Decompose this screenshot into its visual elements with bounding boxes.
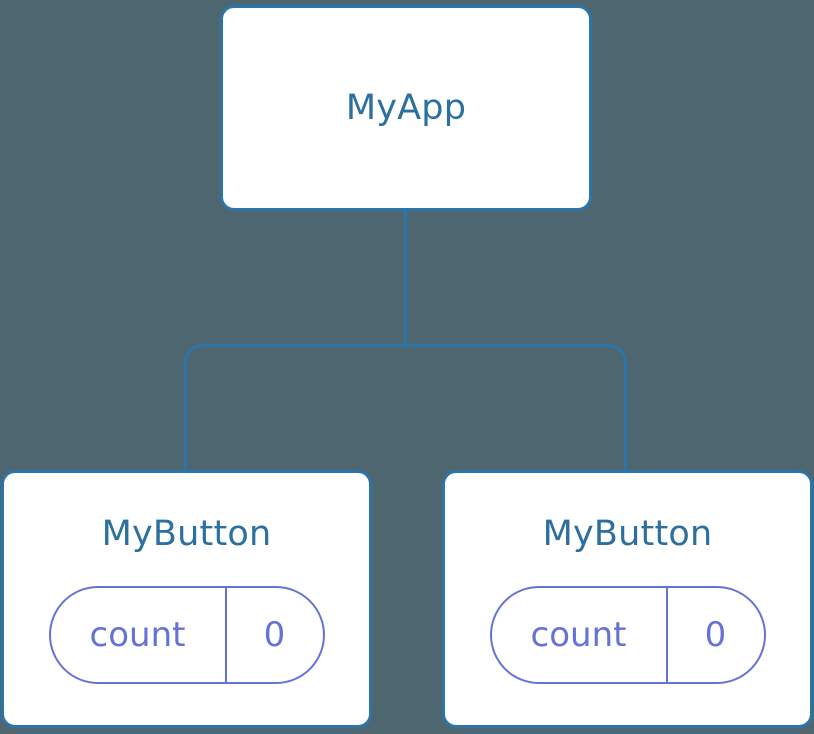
node-myapp[interactable]: MyApp — [220, 5, 592, 211]
edge-root-to-child-right — [405, 344, 627, 470]
node-mybutton-1-label: MyButton — [101, 514, 272, 554]
node-mybutton-2[interactable]: MyButton count 0 — [442, 470, 813, 728]
state-pill-count-2[interactable]: count 0 — [489, 586, 766, 684]
state-pill-key-1: count — [51, 588, 227, 682]
edge-root-to-child-left — [184, 344, 406, 470]
node-mybutton-1[interactable]: MyButton count 0 — [1, 470, 372, 728]
state-pill-key-2: count — [492, 588, 668, 682]
state-pill-value-2: 0 — [704, 615, 727, 655]
node-myapp-label: MyApp — [345, 87, 467, 128]
node-mybutton-2-label: MyButton — [542, 514, 713, 554]
state-pill-value-1: 0 — [263, 615, 286, 655]
state-pill-count-1[interactable]: count 0 — [48, 586, 325, 684]
